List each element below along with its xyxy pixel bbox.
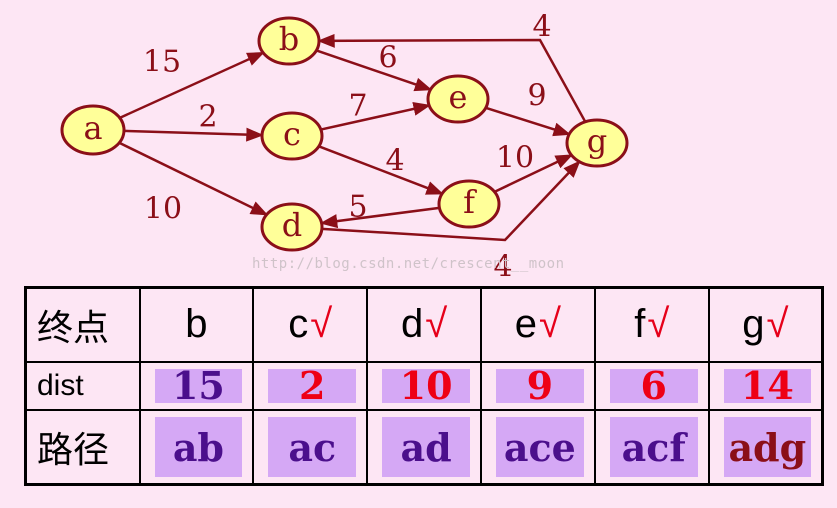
node-b bbox=[257, 16, 321, 66]
dest-label: b bbox=[185, 302, 208, 347]
dist-value: 2 bbox=[268, 363, 357, 408]
node-label-b: b bbox=[279, 20, 299, 58]
check-mark-icon: √ bbox=[647, 302, 670, 347]
dist-cell-g: 14 bbox=[707, 360, 824, 412]
path-cell-c: ac bbox=[252, 409, 369, 486]
edge-weight-f-g: 10 bbox=[496, 141, 534, 176]
dist-cell-c: 2 bbox=[252, 360, 369, 412]
check-mark-icon: √ bbox=[539, 302, 561, 347]
dest-label: f bbox=[634, 302, 646, 347]
node-c bbox=[260, 111, 324, 161]
edge-weight-a-b: 15 bbox=[143, 45, 181, 80]
dest-label: d bbox=[400, 302, 424, 347]
dist-value: 15 bbox=[154, 363, 243, 408]
path-cell-f: acf bbox=[593, 409, 710, 486]
edge-g-b bbox=[317, 33, 587, 123]
edge-c-e bbox=[320, 102, 431, 131]
path-value: ace bbox=[495, 417, 584, 477]
dest-label: c bbox=[288, 302, 309, 347]
edge-weight-d-g: 4 bbox=[493, 250, 512, 285]
path-value: adg bbox=[723, 417, 811, 477]
path-row: 路径 ab ac ad ace acf adg bbox=[24, 409, 824, 486]
result-table: 终点 b c√ d√ e√ f√ g√ dist 15 2 10 9 6 14 … bbox=[24, 286, 824, 486]
path-cell-g: adg bbox=[707, 409, 824, 486]
edge-weight-g-b: 4 bbox=[532, 10, 551, 45]
dist-cell-d: 10 bbox=[366, 360, 482, 412]
node-label-a: a bbox=[83, 109, 102, 147]
dist-value: 14 bbox=[723, 363, 811, 408]
dest-label: g bbox=[742, 302, 765, 347]
dest-cell-d: d√ bbox=[366, 286, 482, 363]
path-cell-d: ad bbox=[366, 409, 482, 486]
path-cell-e: ace bbox=[479, 409, 596, 486]
path-value: ab bbox=[154, 417, 243, 477]
dest-cell-c: c√ bbox=[252, 286, 369, 363]
edge-d-g bbox=[321, 160, 581, 242]
edge-weight-c-e: 7 bbox=[348, 89, 367, 124]
edge-f-g bbox=[493, 154, 574, 193]
path-value: ad bbox=[382, 417, 470, 477]
dist-value: 10 bbox=[382, 363, 470, 408]
edge-a-d bbox=[118, 141, 269, 216]
dist-value: 9 bbox=[495, 363, 584, 408]
node-e bbox=[426, 74, 490, 124]
edge-a-c bbox=[123, 127, 264, 142]
row-header-dist: dist bbox=[24, 360, 141, 412]
edges-layer bbox=[118, 33, 587, 242]
row-header-dest: 终点 bbox=[24, 286, 141, 363]
path-value: acf bbox=[609, 417, 698, 477]
edge-f-d bbox=[319, 206, 440, 229]
watermark-text: http://blog.csdn.net/crescent__moon bbox=[252, 256, 565, 272]
row-header-path: 路径 bbox=[24, 409, 141, 486]
edge-weight-e-g: 9 bbox=[527, 79, 546, 114]
dest-cell-b: b bbox=[138, 286, 255, 363]
node-f bbox=[437, 179, 501, 229]
dist-value: 6 bbox=[609, 363, 698, 408]
check-mark-icon: √ bbox=[766, 302, 789, 347]
edge-b-e bbox=[315, 49, 433, 92]
edge-weight-a-d: 10 bbox=[144, 192, 182, 227]
check-mark-icon: √ bbox=[425, 302, 448, 347]
node-label-e: e bbox=[449, 78, 468, 116]
edge-weight-f-d: 5 bbox=[348, 190, 367, 225]
edge-weight-c-f: 4 bbox=[385, 144, 404, 179]
check-mark-icon: √ bbox=[310, 302, 333, 347]
edge-weight-b-e: 6 bbox=[378, 41, 397, 76]
dist-cell-b: 15 bbox=[138, 360, 255, 412]
dest-cell-e: e√ bbox=[479, 286, 596, 363]
dist-cell-f: 6 bbox=[593, 360, 710, 412]
path-cell-b: ab bbox=[138, 409, 255, 486]
path-value: ac bbox=[268, 417, 357, 477]
node-g bbox=[565, 118, 629, 168]
node-a bbox=[60, 104, 126, 156]
dist-row: dist 15 2 10 9 6 14 bbox=[24, 360, 824, 412]
dest-cell-g: g√ bbox=[707, 286, 824, 363]
edge-a-b bbox=[119, 51, 265, 119]
node-label-d: d bbox=[282, 206, 302, 244]
edge-weight-a-c: 2 bbox=[198, 100, 217, 135]
edge-c-f bbox=[318, 145, 444, 195]
dest-cell-f: f√ bbox=[593, 286, 710, 363]
node-label-g: g bbox=[587, 122, 607, 160]
node-label-f: f bbox=[463, 183, 477, 221]
node-label-c: c bbox=[283, 115, 301, 153]
dest-row: 终点 b c√ d√ e√ f√ g√ bbox=[24, 286, 824, 363]
dest-label: e bbox=[514, 302, 538, 347]
nodes-layer: a b c d e f g bbox=[60, 16, 629, 252]
dist-cell-e: 9 bbox=[479, 360, 596, 412]
edge-e-g bbox=[485, 106, 571, 137]
node-d bbox=[260, 202, 324, 252]
